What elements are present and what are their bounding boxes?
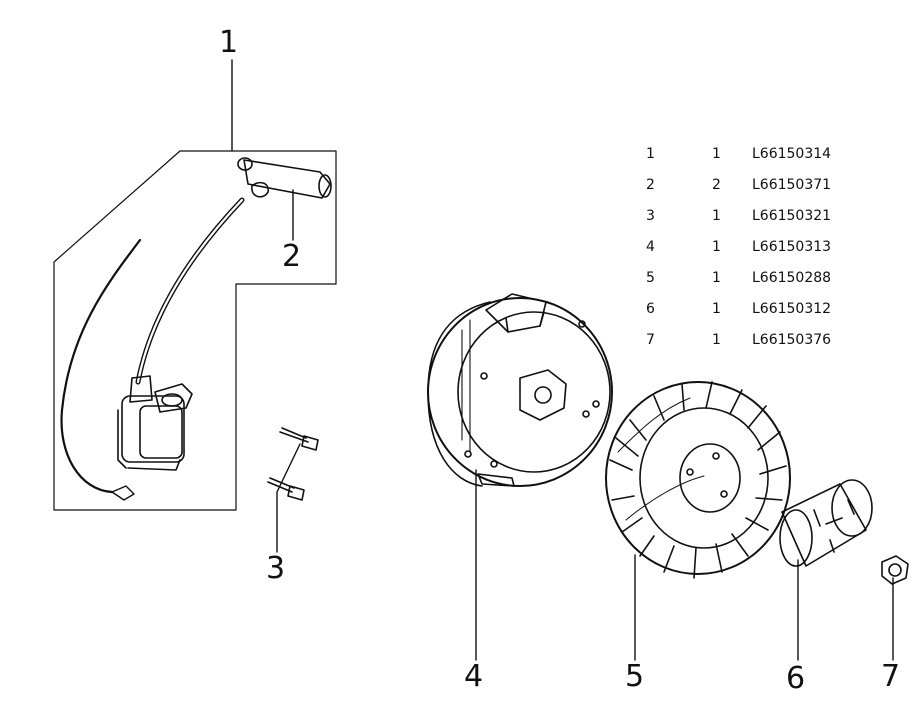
callout-5: 5	[625, 659, 645, 694]
quantity: 2	[712, 176, 721, 193]
quantity: 1	[712, 238, 721, 255]
ignition-coil-drawing	[60, 197, 245, 501]
table-row: 6 1 L66150312	[640, 293, 862, 324]
quantity: 1	[712, 331, 721, 348]
part-number: L66150314	[752, 145, 832, 162]
part-number: L66150312	[752, 300, 832, 317]
callout-3: 3	[266, 551, 286, 586]
quantity: 1	[712, 207, 721, 224]
table-row: 4 1 L66150313	[640, 231, 862, 262]
quantity: 1	[712, 269, 721, 286]
callout-7: 7	[881, 659, 901, 694]
item-number: 7	[646, 331, 655, 348]
item-number: 3	[646, 207, 655, 224]
leader-line-3	[276, 443, 301, 553]
table-row: 1 1 L66150314	[640, 138, 862, 169]
stator-housing-drawing	[427, 293, 613, 487]
callout-4: 4	[464, 659, 484, 694]
quantity: 1	[712, 300, 721, 317]
part-number: L66150313	[752, 238, 832, 255]
table-row: 3 1 L66150321	[640, 200, 862, 231]
callout-1: 1	[219, 25, 239, 60]
item-number: 6	[646, 300, 655, 317]
flywheel-fan-drawing	[605, 381, 791, 579]
callout-6: 6	[786, 661, 806, 696]
table-row: 5 1 L66150288	[640, 262, 862, 293]
assembly-outline	[53, 150, 337, 511]
callout-2: 2	[282, 239, 302, 274]
table-row: 2 2 L66150371	[640, 169, 862, 200]
screws-drawing	[267, 427, 319, 501]
parts-list-table: 1 1 L66150314 2 2 L66150371 3 1 L6615032…	[640, 138, 862, 355]
quantity: 1	[712, 145, 721, 162]
spark-plug-cap-drawing	[237, 157, 332, 199]
item-number: 1	[646, 145, 655, 162]
table-row: 7 1 L66150376	[640, 324, 862, 355]
starter-cup-drawing	[779, 479, 873, 567]
item-number: 4	[646, 238, 655, 255]
item-number: 2	[646, 176, 655, 193]
part-number: L66150376	[752, 331, 832, 348]
part-number: L66150321	[752, 207, 832, 224]
part-number: L66150371	[752, 176, 832, 193]
nut-drawing	[881, 555, 909, 585]
part-number: L66150288	[752, 269, 832, 286]
item-number: 5	[646, 269, 655, 286]
